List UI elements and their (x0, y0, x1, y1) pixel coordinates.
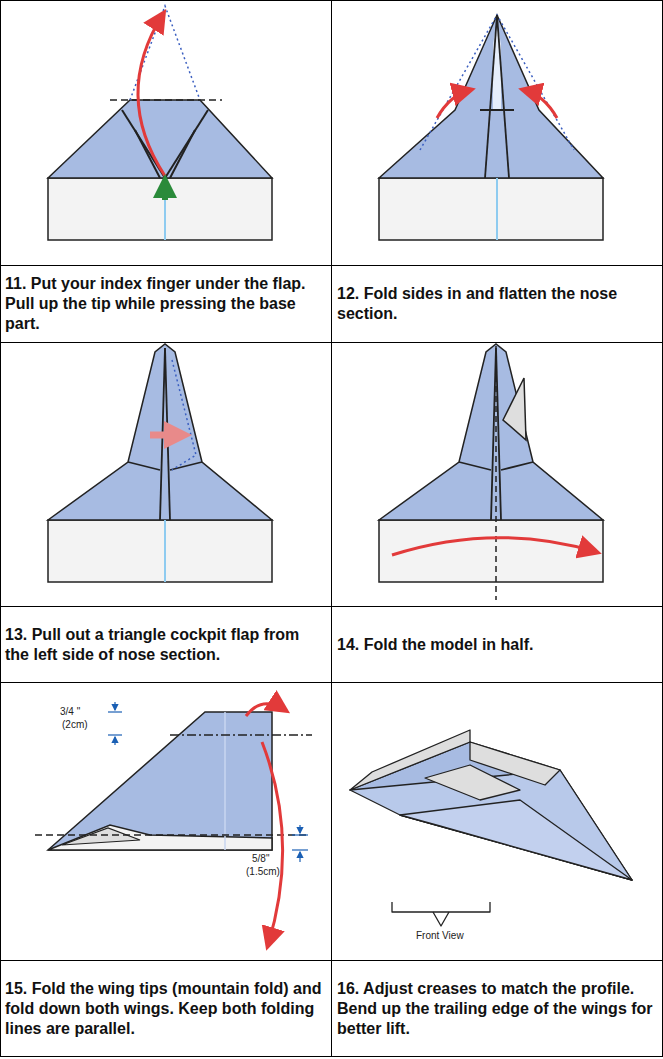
step-13-figure (48, 344, 272, 582)
step-caption: 11. Put your index finger under the flap… (5, 274, 325, 334)
step-caption: 16. Adjust creases to match the profile.… (337, 979, 657, 1039)
step-caption: 12. Fold sides in and flatten the nose s… (337, 284, 657, 324)
step-15-figure (35, 702, 312, 945)
step-caption: 15. Fold the wing tips (mountain fold) a… (5, 979, 325, 1039)
step-11-figure (48, 6, 272, 240)
step-caption: 13. Pull out a triangle cockpit flap fro… (5, 625, 325, 665)
step-caption: 14. Fold the model in half. (337, 635, 657, 655)
dimension-label: (1.5cm) (246, 866, 280, 878)
step-12-figure (379, 15, 603, 240)
step-14-figure (379, 344, 603, 600)
dimension-label: 5/8" (252, 853, 269, 865)
dimension-label: (2cm) (62, 719, 88, 731)
step-16-figure (350, 730, 632, 926)
dimension-label: 3/4 " (60, 706, 80, 718)
view-label: Front View (416, 930, 464, 942)
